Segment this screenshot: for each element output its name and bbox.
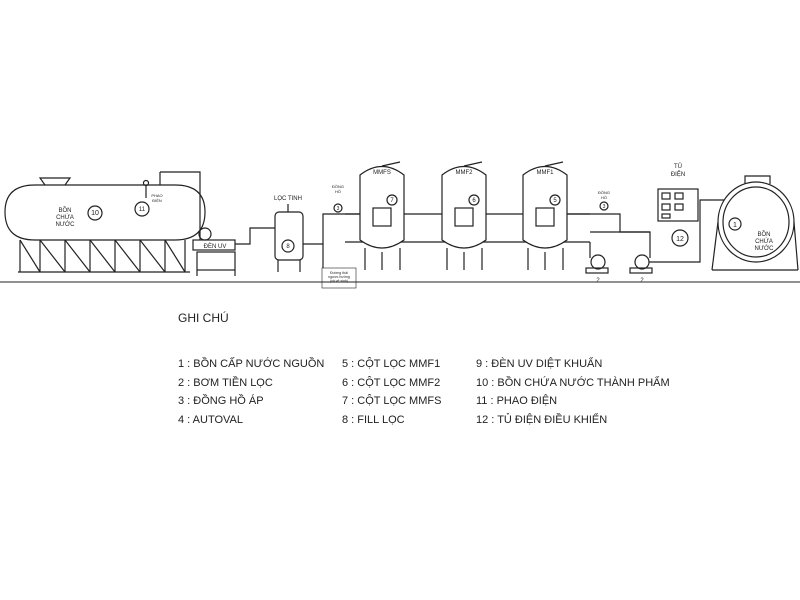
legend-item: 8 : FILL LỌC — [342, 413, 405, 426]
legend-column-3: 9 : ĐÈN UV DIỆT KHUẨN 10 : BỒN CHỨA NƯỚC… — [476, 355, 670, 429]
column-mmfs-number: 7 — [390, 198, 394, 204]
legend-item: 4 : AUTOVAL — [178, 413, 244, 426]
legend-item: 2 : BƠM TIỀN LỌC — [178, 376, 273, 389]
legend-item: 3 : ĐỒNG HỒ ÁP — [178, 395, 264, 407]
legend-item: 10 : BỒN CHỨA NƯỚC THÀNH PHẨM — [476, 376, 670, 389]
fine-filter — [274, 204, 304, 272]
legend-column-2: 5 : CỘT LỌC MMF1 6 : CỘT LỌC MMF2 7 : CỘ… — [342, 355, 441, 429]
legend-item: 11 : PHAO ĐIỆN — [476, 395, 558, 407]
legend-column-1: 1 : BỒN CẤP NƯỚC NGUỒN 2 : BƠM TIỀN LỌC … — [178, 355, 324, 429]
control-panel-number: 12 — [676, 236, 684, 243]
column-mmf2-label: MMF2 — [456, 170, 474, 176]
legend-item: 9 : ĐÈN UV DIỆT KHUẨN — [476, 358, 603, 370]
product-tank — [711, 175, 799, 271]
column-mmf2-number: 6 — [472, 198, 476, 204]
pump-1-number: 2 — [596, 278, 600, 284]
control-panel — [657, 188, 699, 247]
source-tank-number: 10 — [91, 210, 99, 217]
fine-filter-label: LỌC TINH — [274, 196, 302, 202]
legend-item: 6 : CỘT LỌC MMF2 — [342, 376, 441, 389]
uv-lamp — [192, 227, 236, 276]
legend-item: 12 : TỦ ĐIỆN ĐIỀU KHIỂN — [476, 413, 608, 426]
filter-column-mmf2 — [441, 161, 487, 270]
pump-2 — [629, 254, 653, 274]
float-switch-number: 11 — [139, 207, 146, 213]
legend-item: 1 : BỒN CẤP NƯỚC NGUỒN — [178, 358, 325, 370]
legend-title: GHI CHÚ — [178, 311, 229, 325]
uv-lamp-label: ĐÈN UV — [204, 243, 227, 250]
product-tank-number: 1 — [733, 222, 737, 229]
legend-item: 5 : CỘT LỌC MMF1 — [342, 358, 441, 370]
pump-2-number: 2 — [640, 278, 644, 284]
column-mmfs-label: MMFS — [373, 170, 391, 176]
filter-column-mmfs — [359, 161, 405, 270]
drain-note-box — [321, 267, 357, 289]
pressure-gauge-number: 3 — [337, 206, 340, 212]
column-mmf1-number: 5 — [553, 198, 557, 204]
column-mmf1-label: MMF1 — [537, 170, 555, 176]
legend-item: 7 : CỘT LỌC MMFS — [342, 395, 442, 407]
fine-filter-number: 8 — [286, 244, 290, 250]
source-tank — [4, 177, 206, 273]
pressure-gauge-right-number: 3 — [603, 204, 606, 210]
pump-1 — [585, 254, 609, 274]
filter-column-mmf1 — [522, 161, 568, 270]
